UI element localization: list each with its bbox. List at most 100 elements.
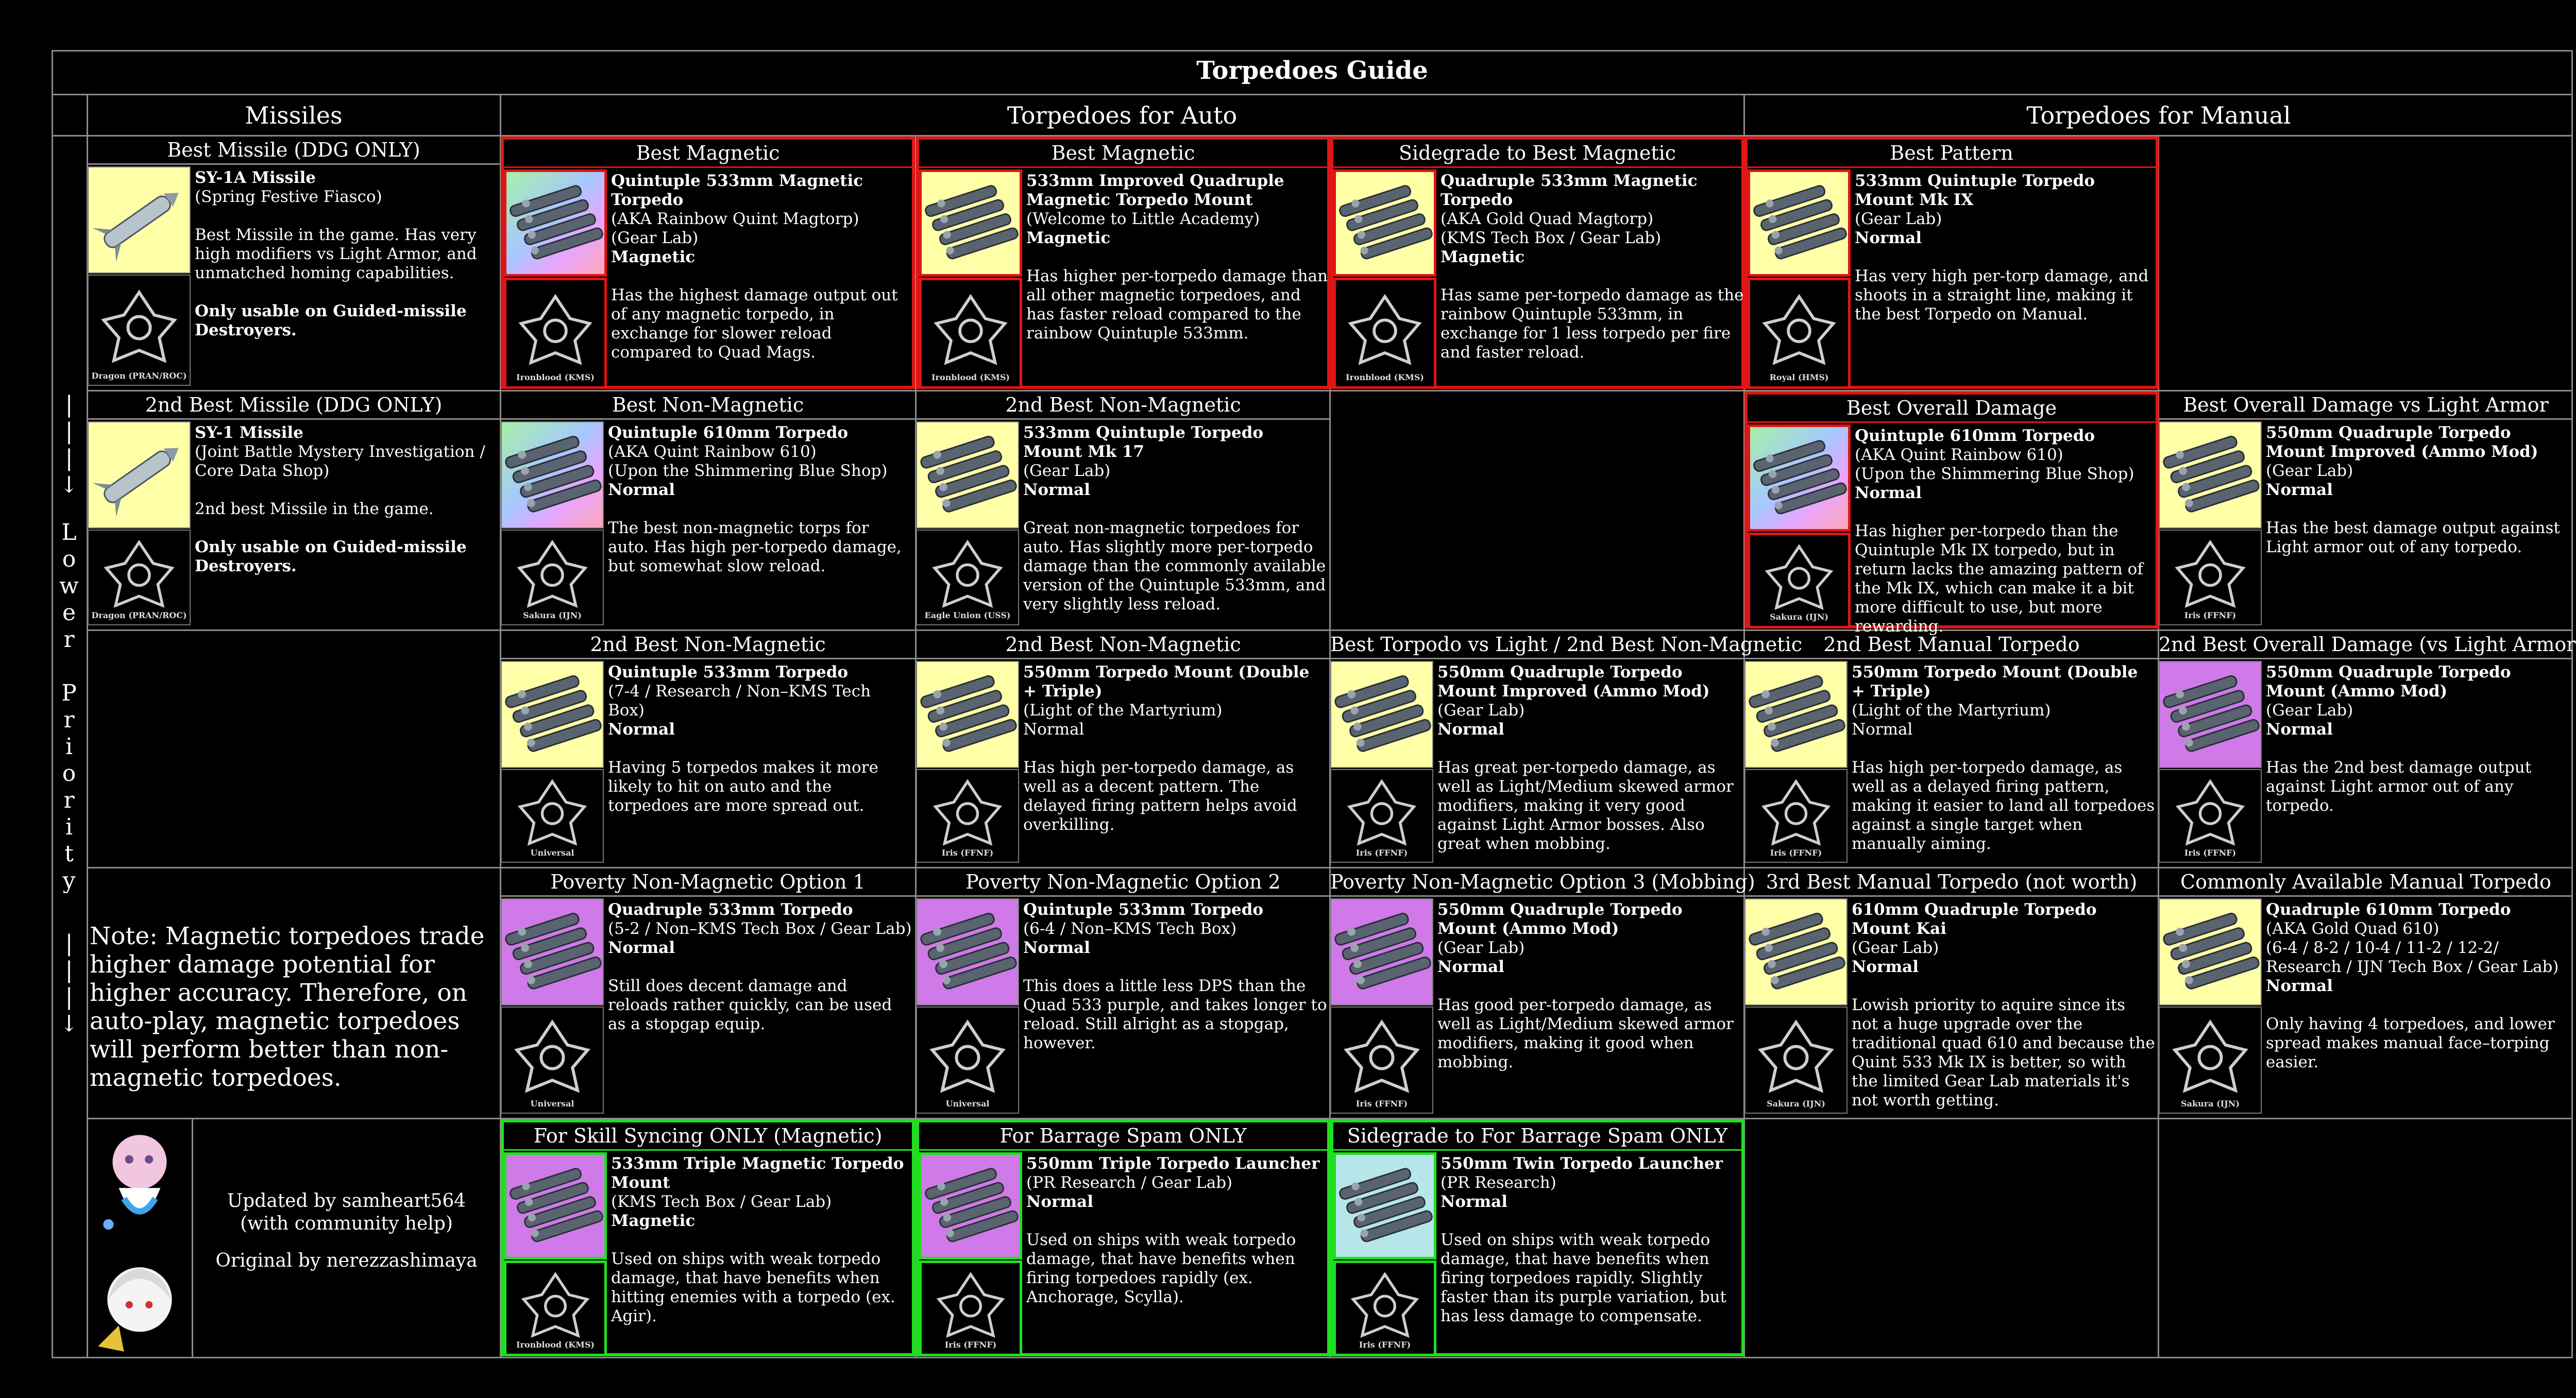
grid-line bbox=[87, 390, 2573, 391]
equipment-info: Quintuple 533mm Torpedo(6-4 / Non–KMS Te… bbox=[1023, 900, 1327, 1053]
faction-emblem-icon: Universal bbox=[501, 1007, 604, 1114]
torpedo-icon bbox=[916, 661, 1019, 768]
equipment-description: Has good per-torpedo damage, as well as … bbox=[1437, 996, 1734, 1071]
equipment-source: (Gear Lab) bbox=[1852, 939, 1939, 957]
faction-name: Sakura (IJN) bbox=[1770, 612, 1828, 622]
faction-emblem-icon: Iris (FFNF) bbox=[916, 769, 1019, 863]
equipment-source: (6-4 / 8-2 / 10-4 / 11-2 / 12-2/ Researc… bbox=[2266, 939, 2559, 976]
equipment-name: 550mm Quadruple Torpedo Mount (Ammo Mod) bbox=[2266, 663, 2511, 701]
heading-divider bbox=[504, 166, 912, 168]
avatar-top bbox=[88, 1120, 192, 1252]
faction-name: Iris (FFNF) bbox=[2184, 848, 2236, 858]
faction-emblem-icon: Ironblood (KMS) bbox=[1333, 278, 1436, 389]
cell-heading: For Skill Syncing ONLY (Magnetic) bbox=[533, 1124, 883, 1147]
priority-letter: r bbox=[63, 707, 75, 733]
divider bbox=[52, 94, 2573, 95]
faction-emblem-icon: Eagle Union (USS) bbox=[916, 530, 1019, 625]
usage-restriction: Only usable on Guided-missile Destroyers… bbox=[195, 302, 467, 339]
grid-line bbox=[500, 95, 501, 1358]
equipment-info: SY-1 Missile(Joint Battle Mystery Invest… bbox=[195, 423, 497, 576]
cell-heading: Sidegrade to Best Magnetic bbox=[1398, 142, 1676, 164]
equipment-cell-c5: 2nd Best Overall Damage (vs Light Armor)… bbox=[2159, 631, 2576, 866]
equipment-info: Quintuple 610mm Torpedo(AKA Quint Rainbo… bbox=[608, 423, 912, 576]
torpedo-icon bbox=[1744, 661, 1848, 768]
torpedo-type: Magnetic bbox=[611, 248, 696, 266]
priority-letter: r bbox=[63, 626, 75, 653]
equipment-name: 550mm Quadruple Torpedo Mount Improved (… bbox=[2266, 423, 2538, 461]
equipment-cell-e1: For Skill Syncing ONLY (Magnetic)Ironblo… bbox=[501, 1119, 915, 1356]
grid-line bbox=[87, 95, 88, 1358]
equipment-name: 533mm Triple Magnetic Torpedo Mount bbox=[611, 1154, 904, 1192]
heading-divider bbox=[504, 1149, 912, 1151]
faction-name: Iris (FFNF) bbox=[944, 1340, 997, 1350]
equipment-source: (PR Research) bbox=[1440, 1173, 1556, 1192]
equipment-description: Still does decent damage and reloads rat… bbox=[608, 977, 892, 1033]
equipment-description: Has the highest damage output out of any… bbox=[611, 286, 898, 362]
torpedo-icon bbox=[1333, 1152, 1436, 1259]
equipment-description: This does a little less DPS than the Qua… bbox=[1023, 977, 1327, 1052]
cell-heading: Best Magnetic bbox=[1051, 142, 1195, 164]
cell-heading: Poverty Non-Magnetic Option 1 bbox=[550, 871, 866, 893]
equipment-name: Quintuple 610mm Torpedo bbox=[1855, 427, 2095, 445]
faction-name: Sakura (IJN) bbox=[1767, 1099, 1825, 1109]
equipment-source: (AKA Gold Quad 610) bbox=[2266, 919, 2439, 938]
torpedo-icon bbox=[916, 898, 1019, 1005]
equipment-info: 533mm Quintuple Torpedo Mount Mk IX(Gear… bbox=[1855, 172, 2159, 324]
equipment-source: (Gear Lab) bbox=[1437, 701, 1525, 720]
equipment-source: (Gear Lab) bbox=[2266, 701, 2353, 720]
torpedo-type: Normal bbox=[1437, 720, 1505, 739]
faction-emblem-icon: Dragon (PRAN/ROC) bbox=[88, 275, 191, 386]
equipment-source: (Gear Lab) bbox=[611, 229, 699, 247]
torpedo-type: Normal bbox=[1855, 484, 1922, 502]
equipment-name: 550mm Twin Torpedo Launcher bbox=[1440, 1154, 1723, 1173]
equipment-source: (Light of the Martyrium) bbox=[1023, 701, 1223, 720]
equipment-info: 550mm Torpedo Mount (Double + Triple)(Li… bbox=[1852, 663, 2156, 854]
cell-heading: 2nd Best Overall Damage (vs Light Armor) bbox=[2159, 633, 2576, 656]
priority-letter: y bbox=[62, 867, 76, 894]
torpedo-icon bbox=[501, 898, 604, 1005]
faction-name: Iris (FFNF) bbox=[1359, 1340, 1411, 1350]
torpedo-type: Normal bbox=[608, 720, 675, 739]
faction-emblem-icon: Iris (FFNF) bbox=[919, 1260, 1022, 1356]
faction-name: Iris (FFNF) bbox=[1355, 1099, 1408, 1109]
grid-line bbox=[915, 137, 917, 1358]
equipment-source: (Gear Lab) bbox=[1855, 210, 1942, 228]
faction-name: Universal bbox=[945, 1099, 990, 1109]
torpedo-type: Magnetic bbox=[1440, 248, 1525, 266]
torpedo-type: Normal bbox=[1023, 481, 1091, 499]
torpedo-type: Normal bbox=[1026, 1192, 1094, 1211]
grid-line bbox=[192, 1119, 193, 1358]
faction-emblem-icon: Iris (FFNF) bbox=[2159, 769, 2262, 863]
faction-emblem-icon: Universal bbox=[916, 1007, 1019, 1114]
faction-emblem-icon: Dragon (PRAN/ROC) bbox=[88, 530, 191, 625]
missile-icon bbox=[88, 421, 191, 528]
equipment-source: Normal bbox=[1852, 720, 1913, 739]
equipment-info: 550mm Quadruple Torpedo Mount (Ammo Mod)… bbox=[1437, 900, 1741, 1072]
faction-name: Dragon (PRAN/ROC) bbox=[91, 371, 187, 381]
cell-heading: 2nd Best Non-Magnetic bbox=[590, 633, 826, 656]
faction-emblem-icon: Iris (FFNF) bbox=[1744, 769, 1848, 863]
torpedo-type: Normal bbox=[1023, 939, 1091, 957]
equipment-source: (Gear Lab) bbox=[1023, 462, 1111, 480]
equipment-info: 550mm Twin Torpedo Launcher(PR Research)… bbox=[1440, 1154, 1744, 1326]
torpedo-icon bbox=[916, 421, 1019, 528]
equipment-source: (AKA Gold Quad Magtorp) bbox=[1440, 210, 1654, 228]
equipment-info: Quadruple 610mm Torpedo(AKA Gold Quad 61… bbox=[2266, 900, 2570, 1072]
equipment-name: Quintuple 533mm Torpedo bbox=[608, 663, 849, 681]
torpedo-icon bbox=[2159, 898, 2262, 1005]
priority-letter: o bbox=[62, 546, 76, 572]
torpedo-type: Normal bbox=[2266, 977, 2333, 995]
torpedo-type: Normal bbox=[1852, 958, 1919, 976]
heading-divider bbox=[919, 166, 1327, 168]
equipment-description: Has the 2nd best damage output against L… bbox=[2266, 758, 2532, 815]
faction-name: Iris (FFNF) bbox=[1355, 848, 1408, 858]
priority-letter: r bbox=[63, 787, 75, 813]
equipment-info: 550mm Quadruple Torpedo Mount Improved (… bbox=[1437, 663, 1741, 854]
missile-icon bbox=[88, 166, 191, 274]
equipment-description: 2nd best Missile in the game. bbox=[195, 500, 434, 518]
